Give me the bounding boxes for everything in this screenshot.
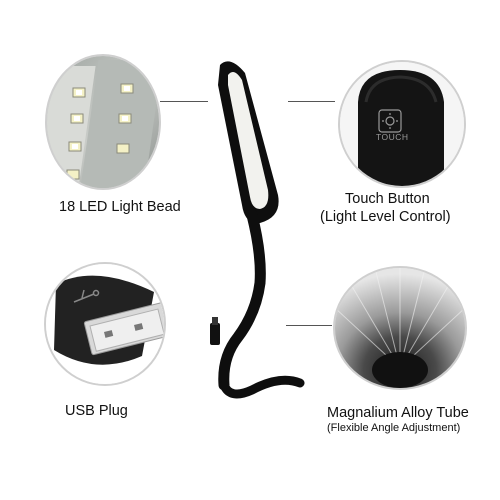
- usb-plug-image: [44, 262, 166, 386]
- callout-line-led: [160, 101, 208, 102]
- callout-line-tube: [286, 325, 332, 326]
- callout-line-touch: [288, 101, 335, 102]
- touch-button-sublabel: (Light Level Control): [320, 209, 451, 225]
- usb-symbol-icon: [73, 289, 100, 303]
- touch-button-text: TOUCH: [376, 132, 409, 142]
- alloy-tube-label: Magnalium Alloy Tube: [327, 405, 469, 421]
- alloy-tube-sublabel: (Flexible Angle Adjustment): [327, 422, 461, 434]
- usb-plug-label: USB Plug: [65, 403, 128, 419]
- touch-button-label: Touch Button: [345, 191, 430, 207]
- usb-lamp-image: [190, 55, 310, 400]
- alloy-tube-image: [333, 266, 467, 390]
- touch-button-image: [338, 60, 466, 188]
- led-bead-label: 18 LED Light Bead: [59, 199, 181, 215]
- led-beads-image: [45, 54, 161, 190]
- sun-touch-icon: [378, 109, 402, 133]
